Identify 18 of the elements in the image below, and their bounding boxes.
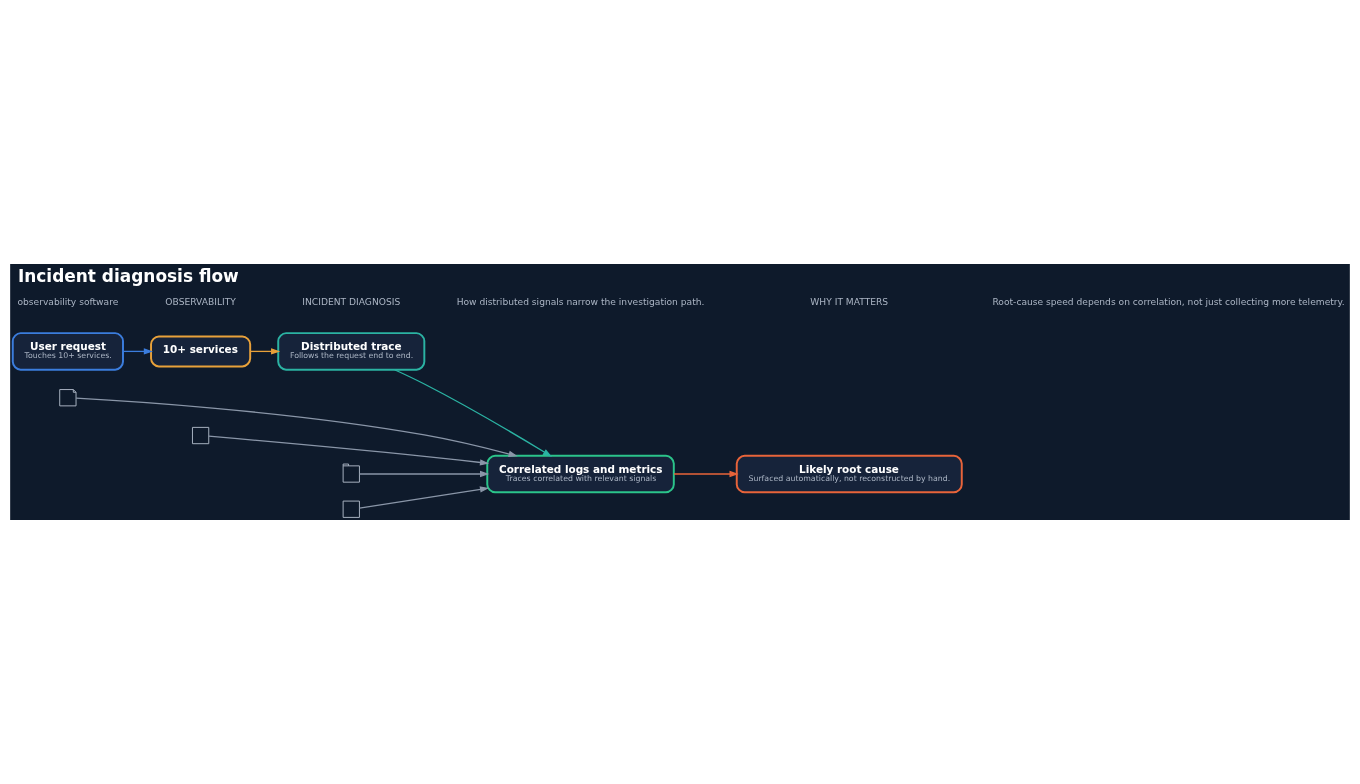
diagram-title: Incident diagnosis flow (17, 266, 239, 287)
label: observability software (17, 296, 119, 307)
node-box: 10+ services (150, 335, 252, 368)
arrow (393, 369, 552, 457)
arrow (358, 486, 490, 509)
label: WHY IT MATTERS (810, 296, 889, 307)
arrow (75, 397, 518, 457)
label: INCIDENT DIAGNOSIS (302, 296, 401, 307)
label: How distributed signals narrow the investigation path. (456, 296, 705, 307)
node-chart (342, 500, 360, 518)
arrow (358, 470, 490, 478)
arrow (673, 470, 739, 478)
arrow (249, 348, 281, 355)
arrow (122, 348, 153, 355)
arrow (208, 435, 490, 466)
label: OBSERVABILITY (165, 296, 236, 307)
label: Root-cause speed depends on correlation, not just collecting more telemetry. (992, 296, 1345, 307)
node-chart (191, 426, 210, 445)
